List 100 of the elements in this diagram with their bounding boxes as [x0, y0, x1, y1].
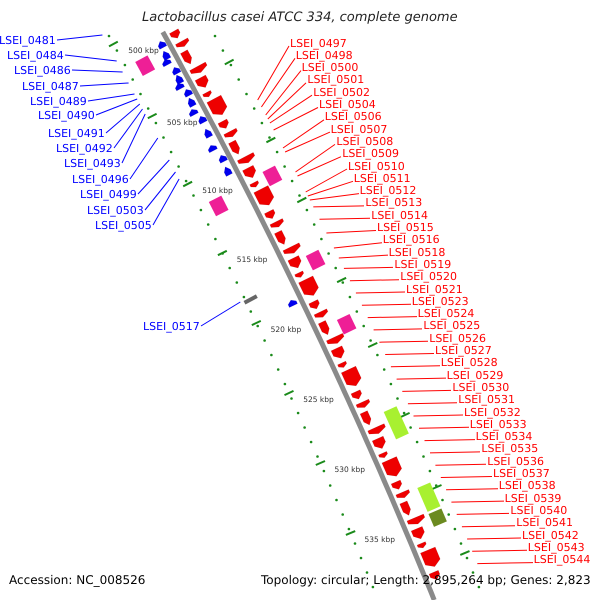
gene-label: LSEI_0529 — [446, 368, 504, 382]
leader-line — [96, 98, 138, 116]
gene-label: LSEI_0523 — [412, 294, 469, 308]
leader-line — [267, 82, 306, 120]
gene-label: LSEI_0519 — [394, 258, 452, 271]
leader-line — [265, 70, 302, 116]
gene-label: LSEI_0481 — [0, 34, 56, 46]
leader-line — [56, 34, 103, 40]
leader-line — [418, 426, 470, 429]
gene-label: LSEI_0501 — [307, 73, 364, 86]
leader-line — [282, 119, 324, 148]
gene-label: LSEI_0487 — [22, 80, 79, 92]
leader-line — [326, 230, 376, 234]
gene-label: LSEI_0518 — [388, 246, 446, 259]
gene-label: LSEI_0506 — [324, 110, 382, 124]
leader-line — [144, 172, 176, 210]
leader-line — [446, 488, 498, 490]
leader-line — [450, 500, 504, 503]
leader-line — [384, 353, 434, 355]
gene-label: LSEI_0544 — [534, 553, 590, 566]
leader-line — [88, 94, 135, 102]
gene-label: LSEI_0513 — [365, 196, 422, 210]
leader-line — [72, 70, 124, 72]
leader-line — [466, 538, 522, 540]
gene-label: LSEI_0516 — [382, 233, 440, 246]
leader-line — [349, 279, 400, 282]
gene-label: LSEI_0512 — [360, 184, 416, 198]
gene-label: LSEI_0535 — [481, 442, 538, 456]
gene-label: LSEI_0524 — [418, 307, 474, 320]
gene-label: LSEI_0515 — [377, 221, 434, 234]
gene-label: LSEI_0530 — [452, 380, 510, 394]
leader-line — [390, 365, 440, 368]
gene-label: LSEI_0534 — [476, 430, 532, 444]
gene-label: LSEI_0520 — [400, 270, 457, 284]
leader-line — [130, 138, 158, 180]
leader-line — [64, 54, 118, 62]
leader-line — [309, 193, 360, 200]
gene-label: LSEI_0540 — [510, 504, 568, 517]
gene-label: LSEI_0490 — [38, 108, 95, 122]
gene-label: LSEI_0533 — [470, 418, 527, 431]
leader-line — [152, 178, 180, 226]
leader-line — [312, 205, 364, 208]
gene-label: LSEI_0521 — [406, 282, 463, 296]
gene-label: LSEI_0491 — [48, 126, 105, 140]
gene-label: LSEI_0504 — [319, 98, 376, 111]
leader-line — [407, 402, 458, 404]
map-title: Lactobacillus casei ATCC 334, complete genome — [142, 11, 458, 24]
leader-line — [361, 304, 412, 306]
accession-text: Accession: NC_008526 — [9, 574, 146, 587]
leader-line — [461, 525, 516, 528]
gene-label: LSEI_0514 — [371, 208, 428, 222]
gene-label: LSEI_0537 — [493, 467, 550, 480]
leader-line — [367, 316, 418, 318]
leader-line — [396, 378, 446, 380]
leader-line — [424, 439, 476, 442]
gene-label: LSEI_0507 — [330, 122, 388, 136]
leader-line — [297, 156, 342, 176]
gene-label: LSEI_0486 — [14, 64, 71, 76]
leader-line — [295, 144, 336, 172]
gene-label: LSEI_0527 — [435, 344, 492, 357]
leader-line — [440, 476, 492, 478]
leader-line — [430, 451, 480, 454]
leader-line — [319, 218, 370, 220]
gene-label: LSEI_0496 — [72, 172, 129, 186]
leader-line — [269, 94, 312, 124]
gene-label: LSEI_0539 — [504, 492, 562, 505]
gene-label: LSEI_0511 — [354, 172, 411, 185]
gene-label: LSEI_0497 — [290, 36, 347, 50]
gene-label: LSEI_0538 — [498, 479, 556, 492]
gene-label: LSEI_0531 — [458, 393, 515, 406]
leader-line — [402, 390, 452, 392]
leader-line — [476, 562, 534, 564]
leader-line — [200, 302, 241, 326]
leader-line — [355, 292, 406, 294]
leader-line — [305, 168, 348, 192]
gene-label: LSEI_0536 — [487, 454, 544, 468]
leader-line — [80, 82, 130, 86]
gene-label: LSEI_0532 — [464, 406, 521, 418]
leader-line — [260, 58, 296, 108]
leader-line — [472, 550, 528, 552]
leader-line — [122, 114, 146, 164]
gene-label: LSEI_0484 — [7, 48, 64, 62]
leader-line — [106, 104, 140, 134]
gene-label: LSEI_0543 — [528, 540, 585, 554]
leader-line — [138, 160, 170, 194]
leader-line — [378, 340, 428, 343]
gene-label: LSEI_0541 — [516, 516, 573, 530]
gene-label: LSEI_0492 — [56, 142, 113, 154]
gene-label: LSEI_0499 — [80, 188, 137, 200]
gene-label: LSEI_0498 — [296, 48, 353, 62]
gene-label: LSEI_0505 — [95, 218, 152, 232]
leader-line — [343, 266, 394, 269]
gene-label: LSEI_0493 — [64, 156, 121, 170]
gene-label: LSEI_0526 — [429, 332, 486, 345]
leader-line — [284, 132, 330, 152]
leader-line — [456, 512, 510, 515]
leader-line — [333, 242, 382, 248]
leader-line — [338, 254, 388, 258]
gene-label: LSEI_0517 — [143, 320, 200, 332]
leader-line — [273, 107, 318, 130]
